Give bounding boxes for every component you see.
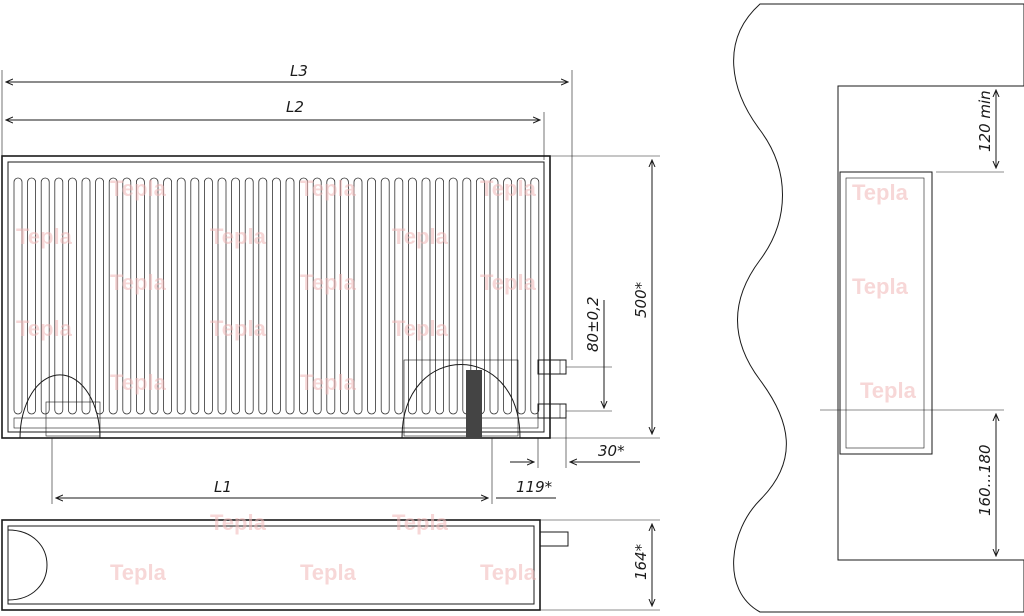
grille-bar: [108, 177, 118, 415]
watermark-logo: Tepla: [300, 176, 357, 201]
grille-bar: [312, 177, 322, 415]
watermark-logo: Tepla: [392, 510, 449, 535]
convector-section-inner: [845, 177, 925, 449]
grille-bar: [244, 177, 254, 415]
convector-section: [839, 171, 933, 455]
grille-bar: [448, 177, 458, 415]
top-pipe: [539, 531, 569, 547]
grille-bar: [516, 177, 526, 415]
grille-bar: [40, 177, 50, 415]
grille-bar: [203, 177, 213, 415]
grille-bar: [489, 177, 499, 415]
dim-L1: L1 119*: [51, 438, 556, 504]
watermark-logo: Tepla: [110, 176, 167, 201]
grille-bar: [367, 177, 377, 415]
dim-L2: L2: [6, 98, 545, 160]
grille-bar: [258, 177, 268, 415]
right-fins: [403, 359, 519, 437]
grille-bar: [217, 177, 227, 415]
dim-500: 500*: [550, 155, 660, 439]
grille-bar: [163, 177, 173, 415]
grille-bar: [394, 177, 404, 415]
grille-bar: [530, 177, 540, 415]
grille-bar: [435, 177, 445, 415]
watermark-logo: Tepla: [852, 274, 909, 299]
pipe-upper: [537, 359, 567, 375]
watermark-logo: Tepla: [392, 316, 449, 341]
watermark-logo: Tepla: [300, 370, 357, 395]
grille-bar: [68, 177, 77, 415]
top-view: 164*: [1, 519, 660, 611]
watermark-logo: Tepla: [110, 370, 167, 395]
label-160-180: 160...180: [976, 444, 994, 516]
convector-inner-frame: [7, 161, 545, 433]
watermark-logo: Tepla: [300, 560, 357, 585]
grille-bar: [285, 177, 295, 415]
label-L3: L3: [290, 62, 308, 80]
watermark-logo: Tepla: [480, 176, 537, 201]
grille-bar: [81, 177, 91, 415]
top-body: [1, 519, 541, 611]
watermark-logo: Tepla: [480, 270, 537, 295]
grille-bar: [135, 177, 145, 415]
grille-bar: [13, 177, 23, 415]
watermark-logo: Tepla: [16, 316, 73, 341]
grille-bar: [421, 177, 431, 415]
grille-bar: [54, 177, 64, 415]
grille-bar: [149, 177, 159, 415]
grille-bar: [27, 177, 37, 415]
watermark-logo: Tepla: [16, 224, 73, 249]
grille-bars: [13, 177, 540, 415]
front-view: [1, 155, 567, 439]
bottom-channel: [13, 417, 539, 429]
grille-bar: [353, 177, 363, 415]
watermark-logo: Tepla: [110, 560, 167, 585]
grille-bar: [176, 177, 186, 415]
watermark-logo: Tepla: [210, 224, 267, 249]
label-L2: L2: [286, 98, 304, 116]
label-30: 30*: [598, 442, 625, 460]
pipe-lower: [537, 403, 567, 419]
dim-80: 80±0,2: [566, 296, 612, 412]
right-cutaway: [401, 364, 521, 439]
label-164: 164*: [632, 543, 650, 580]
dim-L3: L3: [1, 62, 573, 360]
grille-bar: [407, 177, 417, 415]
top-end-cap: [7, 529, 48, 601]
label-500: 500*: [632, 281, 650, 318]
watermark-logo: Tepla: [852, 180, 909, 205]
label-120min: 120 min: [976, 90, 994, 152]
left-cutaway: [19, 374, 101, 439]
convector-body: [1, 155, 551, 439]
section-view: 120 min 160...180: [733, 3, 1024, 613]
watermark-logo: Tepla: [110, 270, 167, 295]
left-fins: [45, 401, 101, 437]
wall-section: [733, 3, 1024, 613]
grille-bar: [503, 177, 513, 415]
watermark-logo: Tepla: [210, 316, 267, 341]
watermark-logo: Tepla: [860, 378, 917, 403]
grille-bar: [339, 177, 349, 415]
watermark-logo: Tepla: [392, 224, 449, 249]
label-80: 80±0,2: [584, 296, 602, 352]
label-119: 119*: [516, 478, 553, 496]
grille-bar: [122, 177, 132, 415]
top-grille: [7, 525, 535, 605]
grille-bar: [299, 177, 309, 415]
grille-bar: [231, 177, 241, 415]
watermark-logo: Tepla: [210, 510, 267, 535]
watermark-logo: Tepla: [300, 270, 357, 295]
watermark-logo: Tepla: [480, 560, 537, 585]
grille-bar: [380, 177, 390, 415]
grille-bar: [95, 177, 104, 415]
label-L1: L1: [214, 478, 232, 496]
dim-30: 30*: [510, 418, 640, 468]
grille-bar: [271, 177, 281, 415]
grille-bar: [326, 177, 336, 415]
grille-bar: [190, 177, 200, 415]
heat-exchanger-header: [466, 370, 482, 438]
